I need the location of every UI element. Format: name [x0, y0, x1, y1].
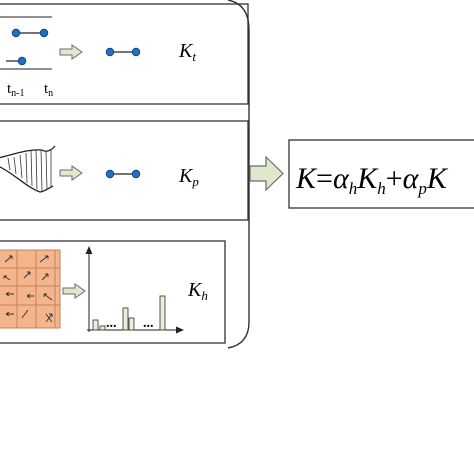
temporal-panel-frame	[0, 3, 249, 105]
right-arrow-icon	[62, 283, 86, 299]
orientation-grid	[0, 249, 61, 329]
histogram-bar	[159, 295, 166, 331]
output-node	[105, 169, 115, 179]
output-node	[131, 169, 141, 179]
histogram-bar	[122, 307, 129, 331]
trajectory-node	[11, 28, 21, 38]
output-node	[105, 47, 115, 57]
right-arrow-icon	[59, 44, 83, 60]
histogram-y-arrowhead	[85, 246, 93, 254]
trajectory-band	[0, 145, 56, 193]
histogram-bar	[99, 325, 106, 331]
time-label-current: tn	[44, 81, 53, 99]
kernel-label-path: Kp	[178, 165, 199, 189]
kernel-label-histogram: Kh	[187, 279, 208, 303]
trajectory-node	[39, 28, 49, 38]
histogram-bars	[92, 295, 166, 331]
trajectory-node	[17, 56, 27, 66]
time-label-previous: tn-1	[7, 81, 25, 99]
fusion-arrow-icon	[249, 155, 284, 192]
histogram-gap-ellipsis: ...	[143, 316, 154, 331]
grouping-brace	[227, 0, 250, 349]
histogram-bar	[92, 319, 99, 331]
path-panel-frame	[0, 120, 249, 221]
histogram-bar	[128, 317, 135, 331]
fusion-formula: K=αhKh+αpK	[295, 162, 449, 198]
formula-box	[288, 139, 474, 209]
output-node	[131, 47, 141, 57]
right-arrow-icon	[59, 165, 83, 181]
histogram-gap-ellipsis: ...	[106, 316, 117, 331]
histogram-x-arrowhead	[176, 326, 184, 334]
kernel-label-temporal: Kt	[178, 40, 196, 64]
